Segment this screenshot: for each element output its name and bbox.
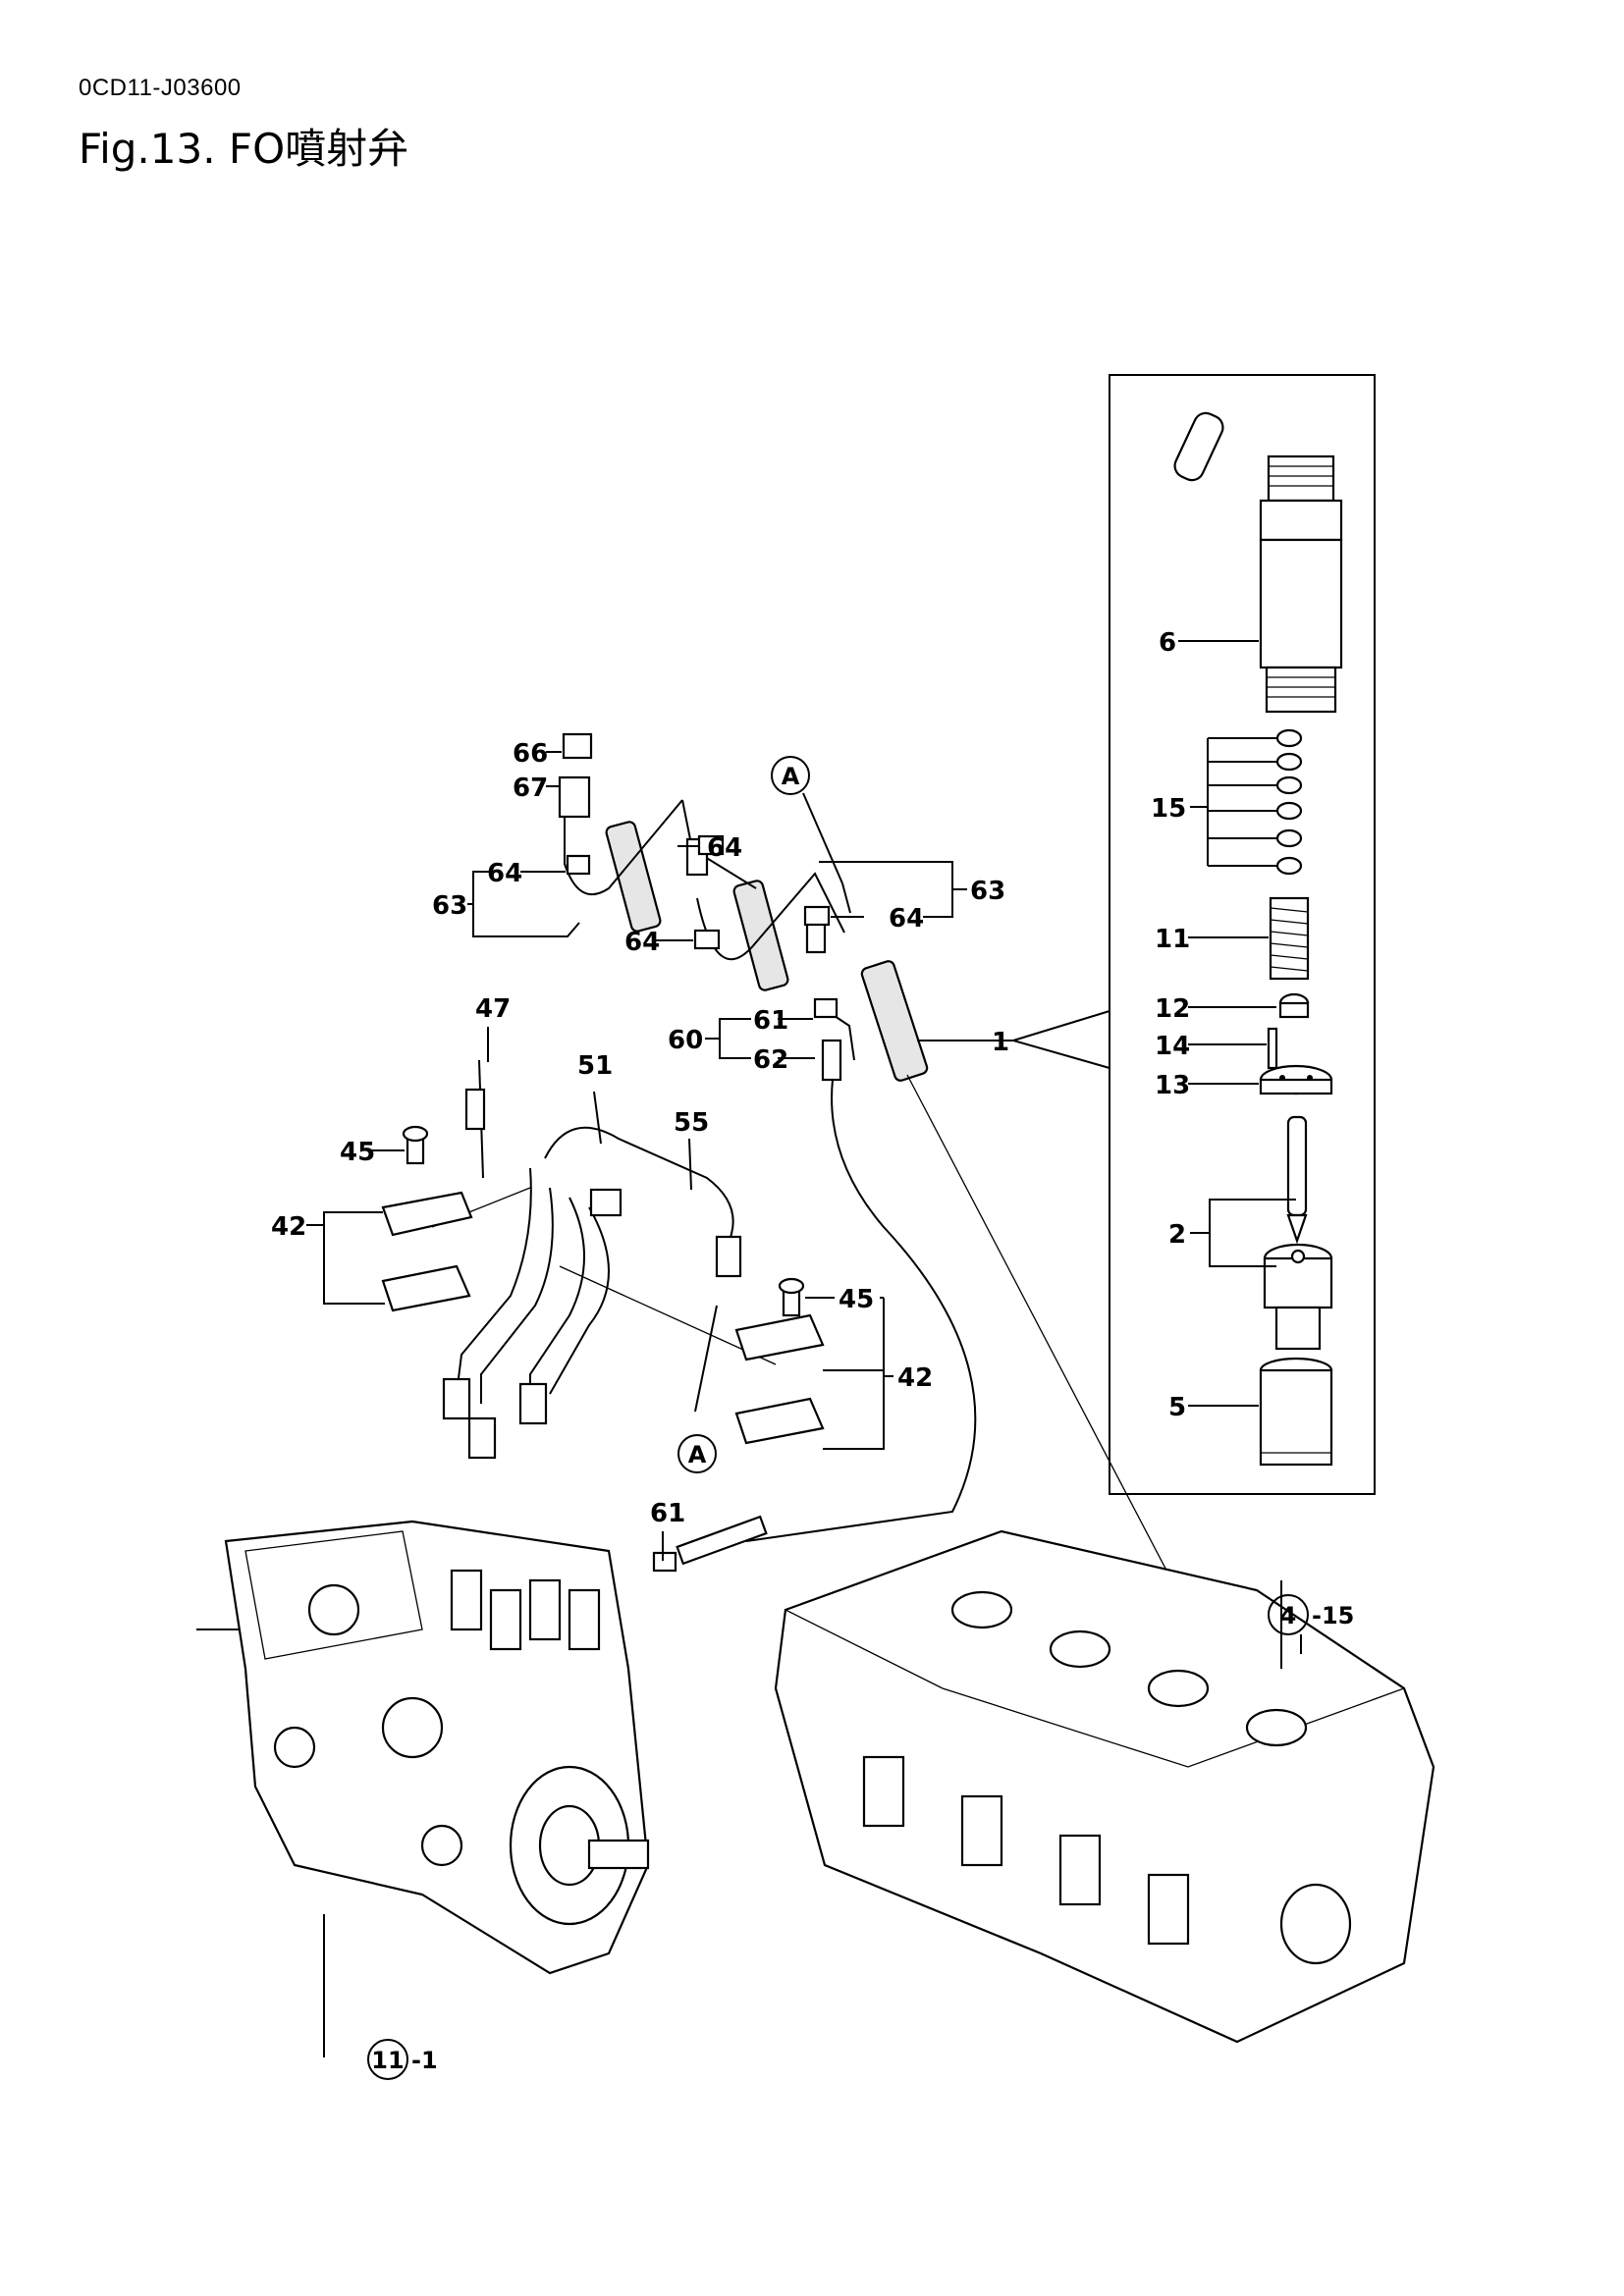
callout-numbers: 6 15 11 12 14 13 2 5 1 66 67 64 63 64 64…	[271, 628, 1190, 1528]
callout-5: 5	[1168, 1393, 1186, 1422]
callout-45-right: 45	[839, 1285, 874, 1314]
part-spring-seat	[1188, 992, 1310, 1019]
circle-ref-injection-pump: 11 -1	[367, 2039, 438, 2080]
svg-text:11: 11	[371, 2047, 404, 2074]
circle-ref-a-bottom: A	[677, 1434, 717, 1473]
callout-51: 51	[577, 1051, 613, 1081]
document-code: 0CD11-J03600	[79, 75, 242, 101]
part-nozzle	[1190, 1115, 1333, 1351]
part-spring	[1188, 896, 1310, 981]
callout-61-top: 61	[753, 1006, 788, 1036]
svg-text:-15: -15	[1312, 1602, 1354, 1629]
svg-text:A: A	[782, 763, 800, 790]
pipe-clamps-right	[734, 1277, 825, 1445]
callout-15: 15	[1151, 794, 1186, 824]
cylinder-head	[774, 1529, 1435, 2044]
callout-64-right: 64	[889, 904, 924, 934]
callout-64-top: 64	[707, 833, 742, 863]
part-nozzle-holder	[1173, 411, 1343, 714]
circle-ref-a-top: A	[771, 756, 810, 795]
callout-45-left: 45	[340, 1138, 375, 1167]
callout-61-bottom: 61	[650, 1499, 685, 1528]
callout-55: 55	[674, 1108, 709, 1138]
leak-off-pipes	[558, 732, 977, 1573]
callout-60: 60	[668, 1026, 703, 1055]
pipe-clamps-left	[381, 1125, 473, 1312]
svg-text:4: 4	[1280, 1602, 1297, 1629]
svg-text:A: A	[688, 1441, 707, 1468]
callout-63-left: 63	[432, 891, 467, 921]
nozzle-detail-box	[1009, 374, 1376, 1495]
circle-ref-cylinder-head: 4 -15	[1268, 1594, 1354, 1635]
callout-47: 47	[475, 994, 511, 1024]
injection-pump	[196, 1520, 650, 2042]
part-shims	[1190, 728, 1303, 876]
svg-text:-1: -1	[411, 2047, 438, 2074]
callout-63-right: 63	[970, 877, 1005, 906]
callout-1: 1	[992, 1028, 1009, 1057]
injector-assembly	[860, 960, 1209, 1650]
part-distance-piece	[1188, 1064, 1333, 1095]
part-pin	[1188, 1027, 1278, 1070]
callout-2: 2	[1168, 1220, 1186, 1250]
callout-64-left: 64	[487, 859, 522, 888]
figure-title: Fig.13. FO噴射弁	[79, 125, 409, 173]
callout-11: 11	[1155, 925, 1190, 954]
callout-42-left: 42	[271, 1212, 306, 1242]
callout-12: 12	[1155, 994, 1190, 1024]
callout-42-right: 42	[897, 1363, 933, 1393]
injection-pipes	[431, 1059, 777, 1460]
callout-67: 67	[513, 774, 548, 803]
callout-66: 66	[513, 739, 548, 769]
callout-leaders	[306, 640, 1302, 2057]
callout-14: 14	[1155, 1032, 1190, 1061]
part-nozzle-nut	[1188, 1357, 1333, 1467]
callout-64-mid: 64	[624, 928, 660, 957]
callout-13: 13	[1155, 1071, 1190, 1100]
callout-6: 6	[1159, 628, 1176, 658]
callout-62: 62	[753, 1045, 788, 1075]
